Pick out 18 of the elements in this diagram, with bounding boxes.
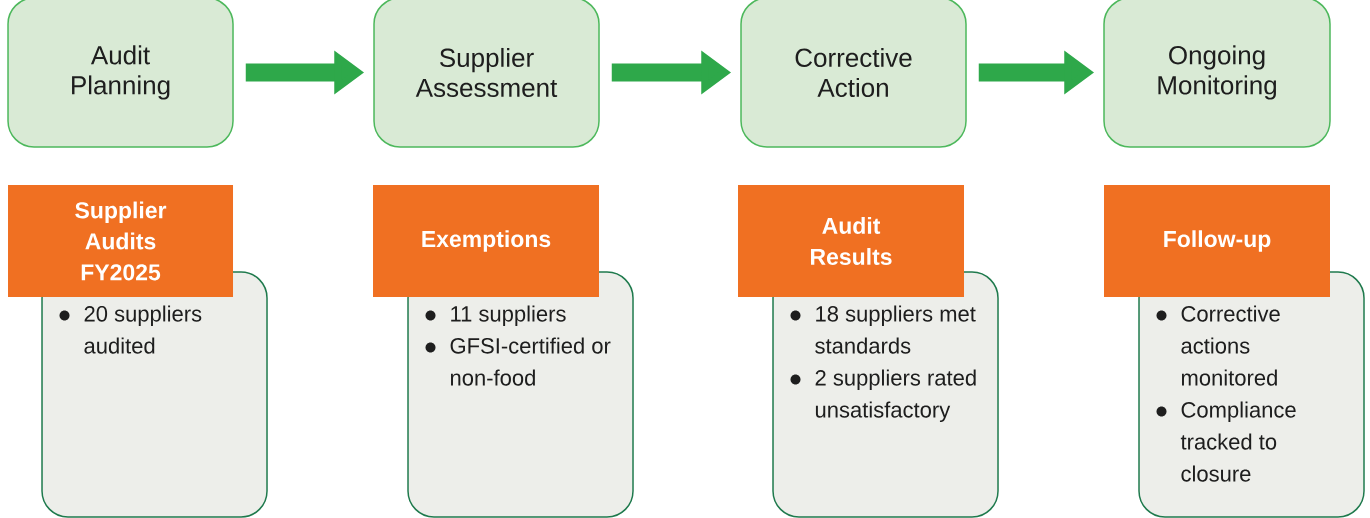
step-box: Audit Planning bbox=[7, 0, 234, 148]
header-banner: Audit Results bbox=[738, 185, 964, 297]
list-item: Compliance tracked to closure bbox=[1180, 401, 1296, 482]
step-box: Ongoing Monitoring bbox=[1103, 0, 1331, 148]
header-banner: Exemptions bbox=[373, 185, 599, 297]
list-item: GFSI-certified or non-food bbox=[450, 337, 611, 386]
list-item: 18 suppliers met standards bbox=[815, 305, 976, 354]
bullet-card bbox=[407, 271, 634, 518]
list-item: 2 suppliers rated unsatisfactory bbox=[815, 369, 976, 422]
list-item: Corrective actions monitored bbox=[1181, 305, 1280, 386]
step-box: Supplier Assessment bbox=[373, 0, 600, 148]
list-item: 20 suppliers audited bbox=[84, 305, 202, 354]
bullet-card bbox=[1138, 271, 1365, 518]
header-banner: Supplier Audits FY2025 bbox=[8, 185, 233, 297]
list-item: 11 suppliers bbox=[451, 305, 566, 326]
step-box: Corrective Action bbox=[740, 0, 967, 148]
bullet-card bbox=[772, 271, 999, 518]
header-banner: Follow-up bbox=[1104, 185, 1330, 297]
